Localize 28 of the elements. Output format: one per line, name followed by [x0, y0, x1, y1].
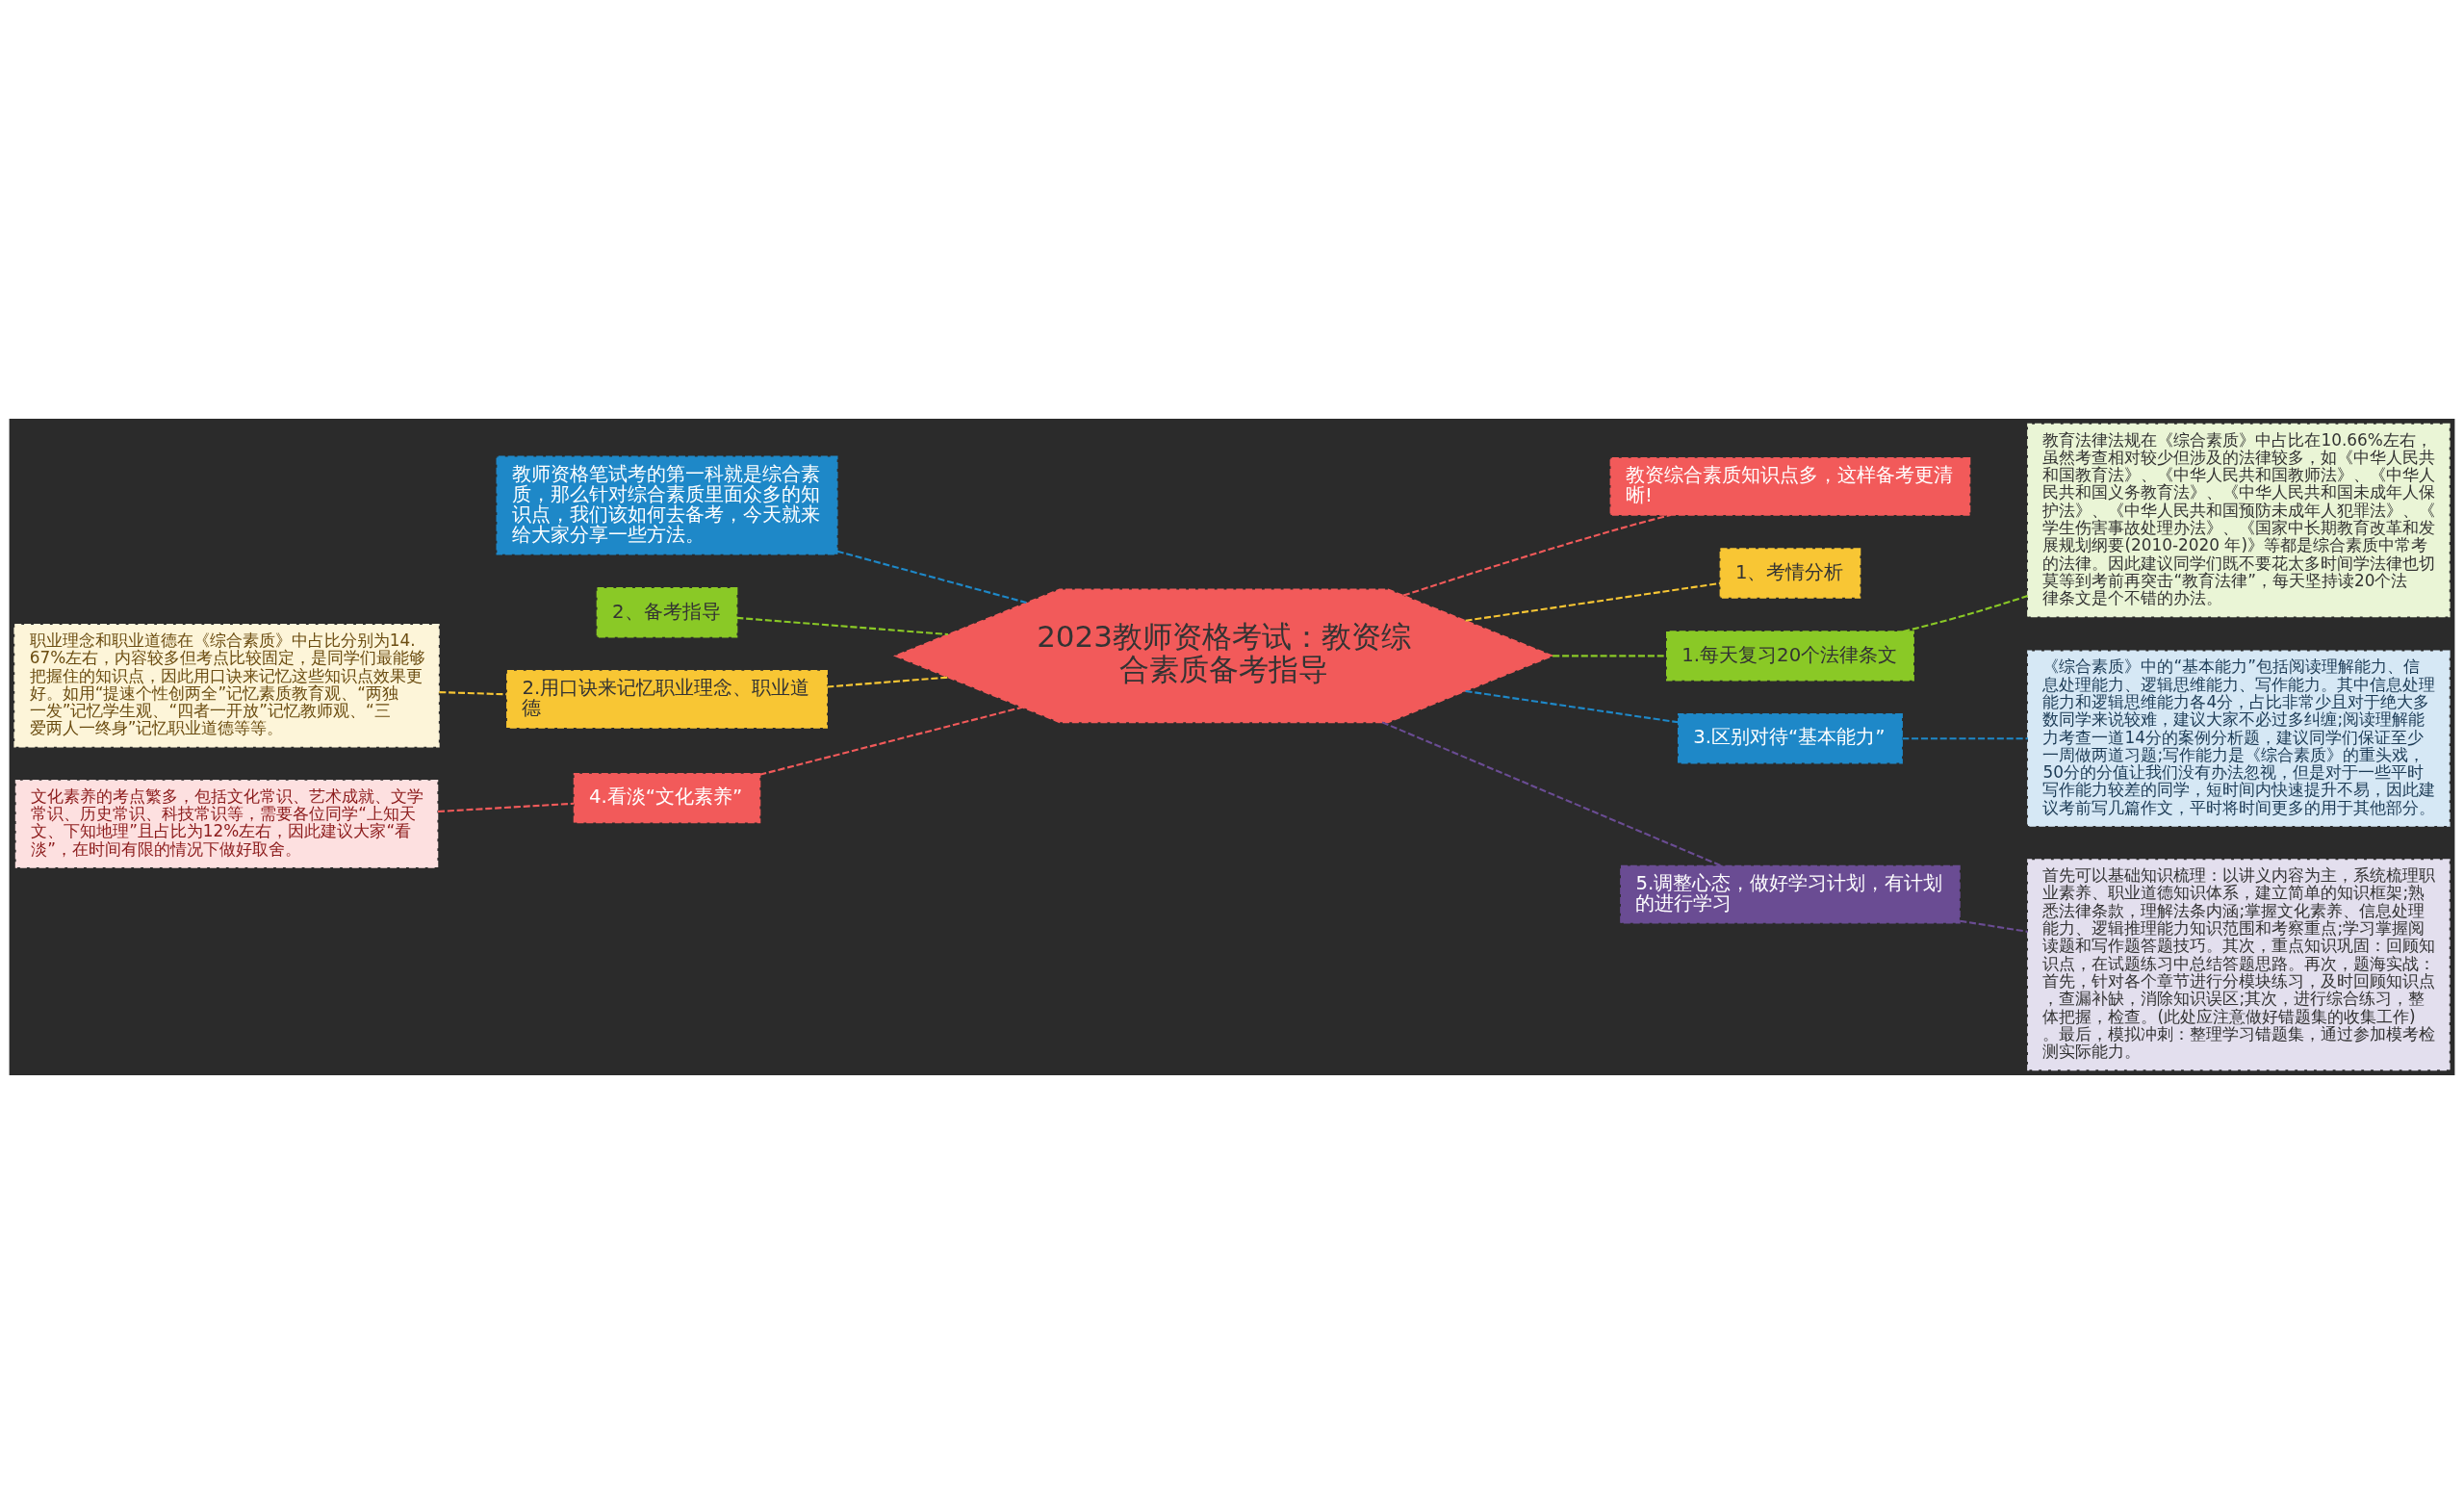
- connector: [1465, 581, 1721, 622]
- connector: [1381, 721, 1722, 867]
- node-box: 职业理念和职业道德在《综合素质》中占比分别为14.67%左右，内容较多但考点比较固定，是同学们最能够把握住的知识点，因此用口诀来记忆这些知识点效果更好。如用“提速个性创两全”记忆素质教育观、“两独一发”记忆学生观、“四者一开放”记忆教师观、“三爱两人一终身”记忆职业道德等等。: [13, 624, 440, 748]
- connector: [1960, 919, 2028, 933]
- node-box: 5.调整心态，做好学习计划，有计划的进行学习: [1620, 864, 1961, 924]
- node-box: 教师资格笔试考的第一科就是综合素质，那么针对综合素质里面众多的知识点，我们该如何去备考，今天就来给大家分享一些方法。: [496, 455, 838, 555]
- connector: [437, 802, 575, 813]
- connector: [1465, 689, 1679, 724]
- connector: [1903, 595, 2028, 632]
- node-box: 1、考情分析: [1719, 548, 1861, 599]
- connector: [1402, 513, 1672, 597]
- connector: [836, 550, 1027, 605]
- connector: [827, 676, 949, 688]
- node-box: 2.用口诀来记忆职业理念、职业道德: [506, 669, 828, 729]
- node-box: 《综合素质》中的“基本能力”包括阅读理解能力、信息处理能力、逻辑思维能力、写作能力。其中信息处理能力和逻辑思维能力各4分，占比非常少且对于绝大多数同学来说较难，建议大家不必过多纠缠;阅读理解能力考查一道14分的案例分析题，建议同学们保证至少一周做两道习题;写作能力是《综合素质》的重头戏，50分的分值让我们没有办法忽视，但是对于一些平时写作能力较差的同学，短时间内快速提升不易，因此建议考前写几篇作文，平时将时间更多的用于其他部分。: [2027, 650, 2451, 827]
- node-box: 文化素养的考点繁多，包括文化常识、艺术成就、文学常识、历史常识、科技常识等，需要各位同学“上知天文、下知地理”且占比为12%左右，因此建议大家“看淡”，在时间有限的情况下做好取舍。: [14, 780, 439, 868]
- node-box: 2、备考指导: [596, 587, 738, 638]
- node-box: 教资综合素质知识点多，这样备考更清晰!: [1609, 456, 1971, 516]
- node-box: 首先可以基础知识梳理：以讲义内容为主，系统梳理职业素养、职业道德知识体系，建立简单的知识框架;熟悉法律条款，理解法条内涵;掌握文化素养、信息处理能力、逻辑推理能力知识范围和考察重点;学习掌握阅读题和写作题答题技巧。其次，重点知识巩固：回顾知识点，在试题练习中总结答题思路。再次，题海实战：首先，针对各个章节进行分模块练习，及时回顾知识点，查漏补缺，消除知识误区;其次，进行综合练习，整体把握，检查。(此处应注意做好错题集的收集工作)。最后，模拟冲刺：整理学习错题集，通过参加模考检测实际能力。: [2027, 859, 2451, 1071]
- connector: [439, 691, 507, 696]
- node-box: 3.区别对待“基本能力”: [1677, 713, 1903, 764]
- connector: [759, 706, 1023, 776]
- connector: [1553, 655, 1667, 657]
- node-box: 4.看淡“文化素养”: [573, 772, 761, 824]
- node-box: 教育法律法规在《综合素质》中占比在10.66%左右，虽然考查相对较少但涉及的法律较多，如《中华人民共和国教育法》、《中华人民共和国教师法》、《中华人民共和国义务教育法》、《中华人民共和国未成年人保护法》、《中华人民共和国预防未成年人犯罪法》、《学生伤害事故处理办法》、《国家中长期教育改革和发展规划纲要(2010-2020 年)》等都是综合素质中常考的法律。因此建议同学们既不要花太多时间学法律也切莫等到考前再突击“教育法律”，每天坚持读20个法律条文是个不错的办法。: [2027, 423, 2451, 618]
- connector: [1902, 737, 2028, 740]
- connector: [736, 616, 949, 636]
- node-box: 1.每天复习20个法律条文: [1666, 631, 1914, 682]
